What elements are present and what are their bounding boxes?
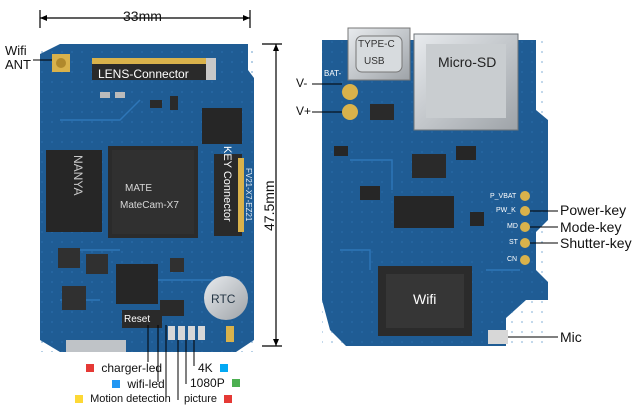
chip-brand-label: MATE (125, 183, 153, 194)
resolution-picture-swatch (224, 394, 233, 403)
led-label-motion: Motion detection (75, 394, 171, 405)
battery-negative-label: V- (296, 76, 308, 90)
resolution-4k-swatch (220, 364, 229, 373)
micro-sd-label: Micro-SD (438, 54, 497, 70)
height-dimension (262, 43, 282, 347)
left-pcb (40, 44, 254, 352)
usb-label: USB (364, 56, 385, 67)
mode-key-label: Mode-key (560, 219, 622, 235)
pad-label-pwk: PW_K (496, 207, 516, 214)
power-key-label: Power-key (560, 202, 627, 218)
resolution-1080p-text: 1080P (190, 376, 225, 390)
reset-label: Reset (124, 314, 151, 325)
wifi-antenna-label: Wifi ANT (5, 43, 31, 72)
nanya-label: NANYA (71, 155, 85, 196)
motion-led-text: Motion detection (90, 393, 171, 405)
charger-led-swatch (86, 364, 94, 373)
pad-label-st: ST (509, 239, 518, 246)
battery-positive-label: V+ (296, 104, 312, 118)
lens-connector-label: LENS-Connector (98, 67, 189, 81)
charger-led-text: charger-led (101, 361, 163, 375)
pad-label-pvbat: P_VBAT (490, 193, 517, 200)
key-connector-label: KEY Connector (221, 146, 233, 222)
height-dimension-label: 47.5mm (261, 180, 277, 231)
pad-label-cn: CN (507, 256, 518, 263)
rtc-label: RTC (211, 292, 236, 306)
resolution-label-1080p: 1080P (190, 377, 240, 389)
mic-label: Mic (560, 329, 582, 345)
resolution-4k-text: 4K (198, 361, 213, 375)
shutter-key-label: Shutter-key (560, 235, 632, 251)
led-label-wifi: wifi-led (112, 378, 165, 390)
led-label-charger: charger-led (86, 362, 162, 374)
wifi-led-text: wifi-led (127, 377, 165, 391)
resolution-1080p-swatch (231, 379, 240, 388)
right-pcb (322, 27, 548, 346)
width-dimension-label: 33mm (123, 8, 162, 24)
wifi-module-label: Wifi (413, 291, 437, 307)
resolution-picture-text: picture (184, 393, 218, 405)
usb-type-label: TYPE-C (358, 39, 395, 50)
pad-label-md: MD (507, 223, 518, 230)
resolution-label-4k: 4K (198, 361, 229, 375)
width-dimension (39, 10, 251, 28)
battery-silk-label: BAT- (324, 69, 342, 78)
chip-model-label: MateCam-X7 (120, 200, 179, 211)
resolution-label-picture: picture (184, 393, 233, 405)
motion-led-swatch (75, 394, 83, 403)
board-code-label: FV21-X7-EZ21 (244, 168, 253, 222)
wifi-led-swatch (112, 380, 120, 389)
